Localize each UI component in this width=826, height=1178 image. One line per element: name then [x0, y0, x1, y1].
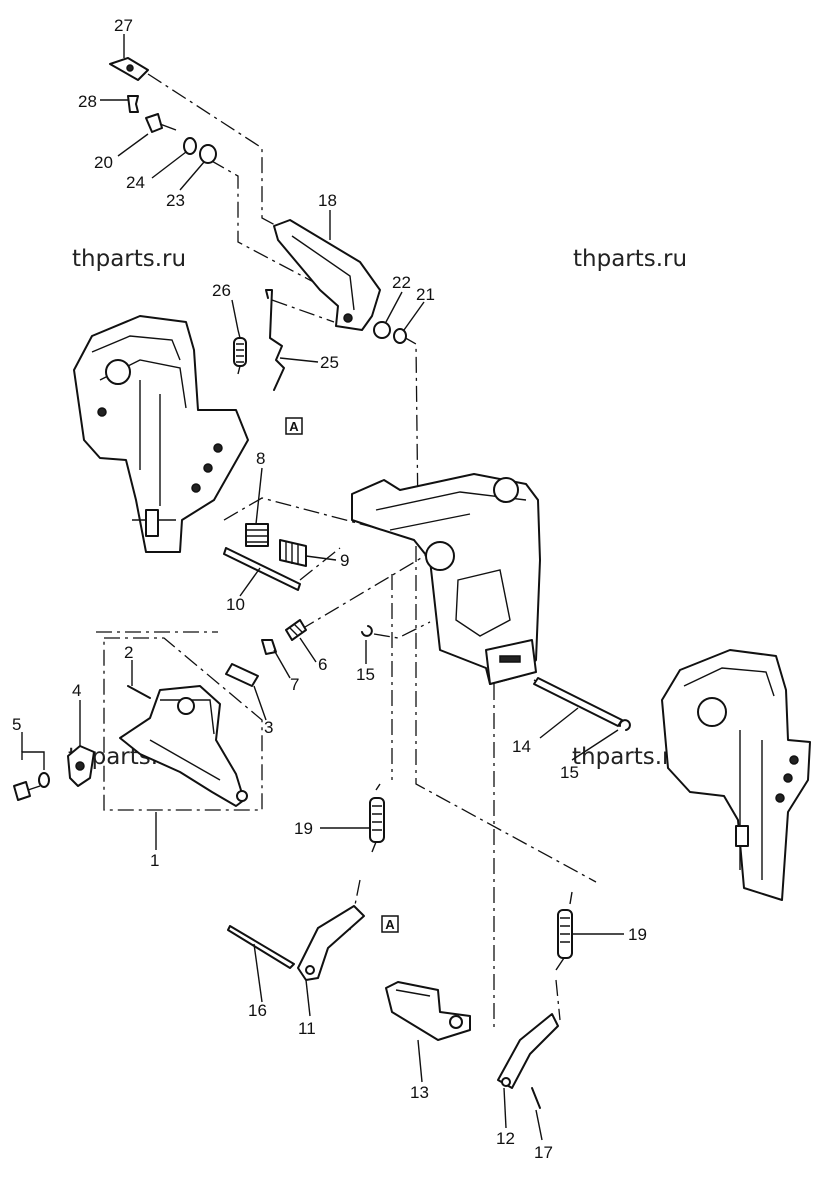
callout-27: 27: [114, 16, 133, 35]
callout-16: 16: [248, 1001, 267, 1020]
part-10-shaft: [223, 547, 301, 591]
part-27-nut-plate: [109, 57, 149, 81]
swivel-bracket: [351, 473, 541, 685]
right-clamp-bracket: [661, 649, 811, 901]
callout-20: 20: [94, 153, 113, 172]
part-18-plate: [273, 219, 381, 331]
part-2-pin: [127, 685, 151, 699]
callout-24: 24: [126, 173, 145, 192]
part-16-shaft: [227, 925, 295, 969]
callout-19-left: 19: [294, 819, 313, 838]
callout-6: 6: [318, 655, 327, 674]
part-3-pin: [225, 663, 259, 687]
part-12-lever: [497, 1013, 559, 1089]
callout-1: 1: [150, 851, 159, 870]
part-7-clip: [261, 639, 277, 655]
callout-8: 8: [256, 449, 265, 468]
part-20-bolt: [145, 113, 177, 133]
reference-mark-a-bottom: A: [381, 915, 399, 933]
callout-3: 3: [264, 718, 273, 737]
callout-10: 10: [226, 595, 245, 614]
callout-25: 25: [320, 353, 339, 372]
svg-text:A: A: [289, 419, 299, 434]
callout-5: 5: [12, 715, 21, 734]
part-19-spring-right: [555, 891, 573, 971]
part-6-spring: [285, 619, 307, 641]
callout-4: 4: [72, 681, 81, 700]
part-17-pin: [531, 1087, 541, 1109]
callout-21: 21: [416, 285, 435, 304]
callout-19-right: 19: [628, 925, 647, 944]
part-14-shaft: [533, 677, 623, 727]
leader-lines: [21, 34, 624, 1141]
reference-mark-a-top: A: [285, 417, 303, 435]
callout-12: 12: [496, 1129, 515, 1148]
part-21-washer: [393, 328, 407, 344]
assembly-1-box: [103, 637, 263, 811]
part-9-spring: [279, 539, 307, 567]
left-clamp-bracket: [73, 315, 249, 553]
callout-2: 2: [124, 643, 133, 662]
part-1-lever-assembly: [119, 685, 248, 807]
part-25-wire-lever: [265, 289, 285, 391]
callout-9: 9: [340, 551, 349, 570]
callout-7: 7: [290, 675, 299, 694]
part-11-lever: [297, 905, 365, 981]
callout-17: 17: [534, 1143, 553, 1162]
callout-28: 28: [78, 92, 97, 111]
svg-text:A: A: [385, 917, 395, 932]
part-28-screw: [127, 95, 139, 113]
callout-23: 23: [166, 191, 185, 210]
part-19-spring-left: [369, 783, 385, 853]
part-5-bolt-washer: [13, 772, 50, 801]
callout-26: 26: [212, 281, 231, 300]
part-15-clip-center: [361, 625, 373, 637]
callout-13: 13: [410, 1083, 429, 1102]
watermark-top-left: thparts.ru: [72, 246, 186, 272]
part-15-clip-right: [618, 719, 631, 731]
part-23-washer: [199, 144, 217, 164]
part-26-spring: [233, 329, 247, 375]
callout-14: 14: [512, 737, 531, 756]
callout-18: 18: [318, 191, 337, 210]
part-13-bracket: [385, 981, 471, 1041]
callout-11: 11: [298, 1019, 316, 1038]
part-8-spring: [245, 523, 269, 547]
watermark-top-right: thparts.ru: [573, 246, 687, 272]
callout-22: 22: [392, 273, 411, 292]
callout-15-right: 15: [560, 763, 579, 782]
part-22-collar: [373, 321, 391, 339]
part-5-bracket: [21, 751, 45, 770]
part-4-plate: [67, 745, 95, 787]
part-24-washer: [183, 137, 197, 155]
callout-labels: 27 28 20 24 23 18 22 21 26 25 8 9 10 6 7…: [12, 16, 647, 1162]
callout-15-center: 15: [356, 665, 375, 684]
